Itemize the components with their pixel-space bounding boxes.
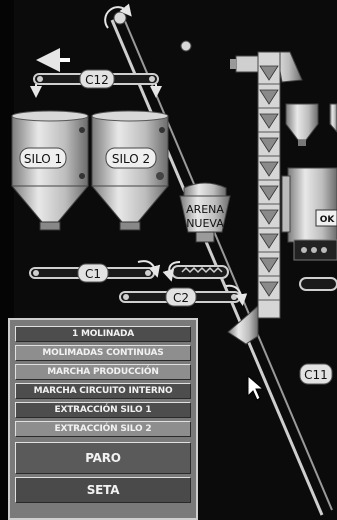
marcha-circuito-interno-button[interactable]: MARCHA CIRCUITO INTERNO xyxy=(15,383,191,399)
conveyor-c12: C12 xyxy=(30,48,162,98)
seta-button[interactable]: SETA xyxy=(15,477,191,503)
control-panel: 1 MOLINADA MOLIMADAS CONTINUAS MARCHA PR… xyxy=(8,318,198,520)
extraccion-silo-2-button[interactable]: EXTRACCIÓN SILO 2 xyxy=(15,421,191,437)
paro-button[interactable]: PARO xyxy=(15,442,191,474)
silo-1-label: SILO 1 xyxy=(24,152,62,166)
hopper-label-line2: NUEVA xyxy=(186,217,224,230)
silo-1[interactable]: SILO 1 xyxy=(10,110,90,231)
silo-2-label: SILO 2 xyxy=(112,152,150,166)
molimadas-continuas-button[interactable]: MOLIMADAS CONTINUAS xyxy=(15,345,191,361)
one-molinada-button[interactable]: 1 MOLINADA xyxy=(15,326,191,342)
hopper-label-line1: ARENA xyxy=(186,203,224,216)
conveyor-c12-label: C12 xyxy=(85,73,109,87)
mixer-machine: OK xyxy=(281,167,337,291)
bucket-elevator xyxy=(227,51,303,345)
conveyor-c1-label: C1 xyxy=(85,267,101,281)
elevator-motor xyxy=(235,55,259,73)
extraccion-silo-1-button[interactable]: EXTRACCIÓN SILO 1 xyxy=(15,402,191,418)
conveyor-c11-tag: C11 xyxy=(299,363,333,385)
right-small-hoppers xyxy=(285,103,337,146)
roller-conveyor xyxy=(162,261,229,282)
arena-nueva-hopper[interactable]: ARENA NUEVA xyxy=(179,182,231,243)
conveyor-c11-label: C11 xyxy=(304,368,328,382)
mouse-cursor-icon xyxy=(247,374,265,401)
silo-2[interactable]: SILO 2 xyxy=(90,110,170,231)
conveyor-c2: C2 xyxy=(119,284,248,307)
marcha-produccion-button[interactable]: MARCHA PRODUCCIÓN xyxy=(15,364,191,380)
conveyor-c1: C1 xyxy=(29,260,161,283)
conveyor-c2-label: C2 xyxy=(173,291,189,305)
machine-ok-label: OK xyxy=(320,215,336,225)
